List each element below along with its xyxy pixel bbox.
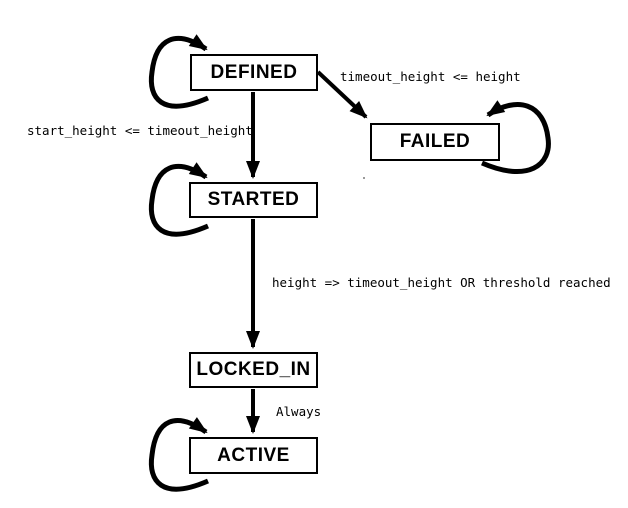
state-locked-in-label: LOCKED_IN — [196, 359, 311, 380]
state-active-label: ACTIVE — [217, 444, 290, 466]
state-started: STARTED — [189, 182, 318, 218]
state-defined: DEFINED — [190, 54, 318, 91]
state-started-label: STARTED — [207, 189, 300, 210]
transition-label-defined-started: start_height <= timeout_height — [27, 123, 253, 138]
self-loop-active — [148, 417, 209, 492]
self-loop-failed — [481, 100, 551, 174]
transition-label-started-locked-in: height => timeout_height OR threshold re… — [272, 275, 611, 290]
state-active: ACTIVE — [189, 437, 318, 474]
self-loop-started — [148, 162, 209, 237]
state-locked-in: LOCKED_IN — [189, 352, 318, 388]
self-loop-defined — [148, 34, 209, 109]
transition-label-locked-in-active: Always — [276, 404, 322, 419]
state-failed-label: FAILED — [399, 131, 471, 152]
transition-label-defined-failed: timeout_height <= height — [340, 69, 521, 84]
state-failed: FAILED — [370, 123, 500, 161]
state-defined-label: DEFINED — [210, 61, 298, 83]
edge-defined-failed — [316, 70, 368, 119]
stray-dot — [363, 177, 365, 179]
